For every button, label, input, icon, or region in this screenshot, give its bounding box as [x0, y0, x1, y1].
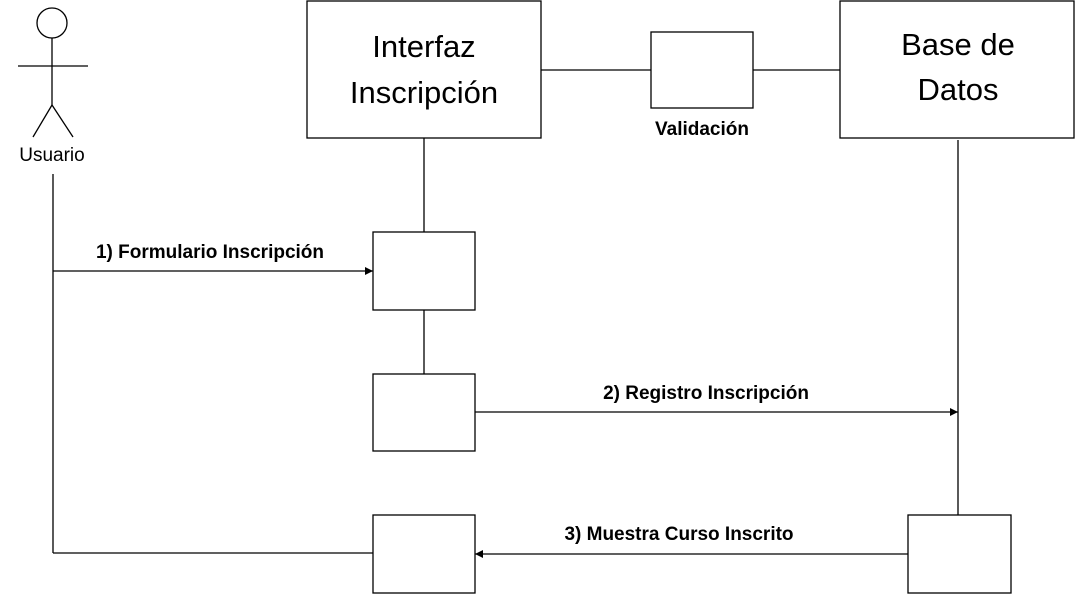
activation-formulario — [372, 231, 476, 311]
activations — [372, 231, 1012, 594]
actor-label: Usuario — [19, 145, 84, 166]
validacion-object: Validación — [650, 31, 754, 140]
interfaz-object: Interfaz Inscripción — [306, 0, 542, 139]
message-3: 3) Muestra Curso Inscrito — [475, 524, 908, 558]
base-datos-title-line2: Datos — [918, 72, 999, 107]
message-1: 1) Formulario Inscripción — [53, 242, 373, 275]
base-datos-box — [839, 0, 1075, 139]
message-2: 2) Registro Inscripción — [475, 383, 958, 416]
lifelines — [52, 69, 959, 554]
base-datos-title-line1: Base de — [901, 27, 1015, 62]
validacion-label: Validación — [655, 119, 749, 140]
message-1-label: 1) Formulario Inscripción — [96, 242, 324, 263]
message-3-label: 3) Muestra Curso Inscrito — [564, 524, 793, 545]
interfaz-box — [306, 0, 542, 139]
activation-muestra — [372, 514, 476, 594]
base-datos-object: Base de Datos — [839, 0, 1075, 139]
interfaz-title-line2: Inscripción — [350, 75, 498, 110]
activation-registro — [372, 373, 476, 452]
activation-base-datos — [907, 514, 1012, 594]
stick-figure-icon — [18, 7, 88, 138]
validacion-box — [650, 31, 754, 109]
interfaz-title-line1: Interfaz — [372, 29, 475, 64]
usuario-actor: Usuario — [18, 7, 88, 166]
message-2-label: 2) Registro Inscripción — [603, 383, 809, 404]
